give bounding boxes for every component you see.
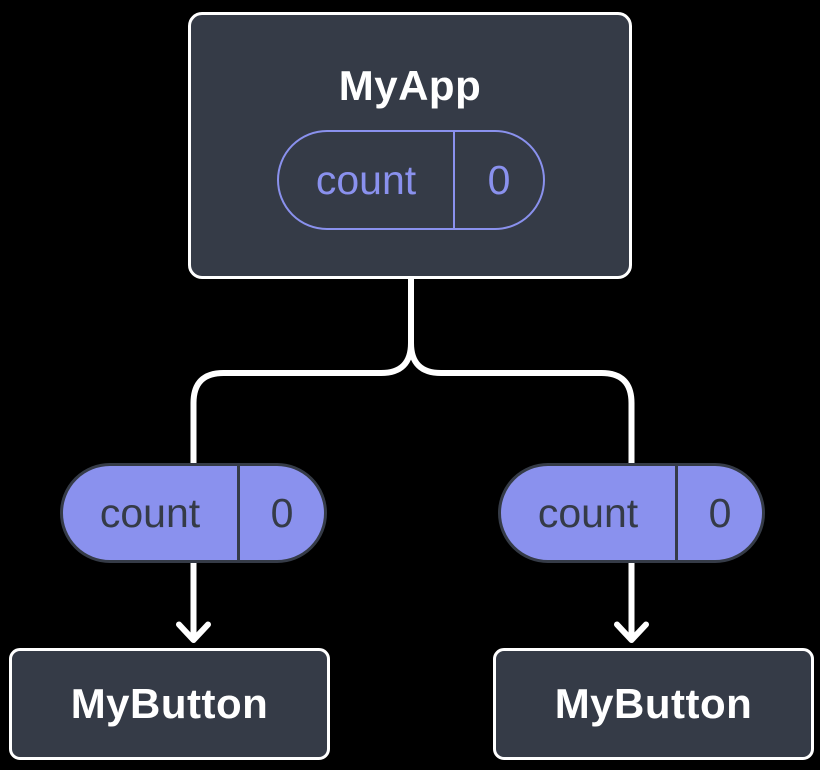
root-node-title: MyApp bbox=[338, 62, 482, 109]
left-child-node-mybutton: MyButton bbox=[9, 648, 330, 760]
root-node-myapp: MyApp count 0 bbox=[188, 12, 632, 279]
connector-root-to-left-child bbox=[190, 276, 414, 467]
left-child-state-value-label: 0 bbox=[270, 489, 294, 536]
arrow-left-head-icon bbox=[176, 621, 211, 643]
root-state-name-label: count bbox=[279, 132, 455, 228]
right-child-state-pill: count 0 bbox=[498, 463, 765, 563]
root-state-pill: count 0 bbox=[277, 130, 545, 230]
left-child-state-pill: count 0 bbox=[60, 463, 327, 563]
root-state-value-label: 0 bbox=[487, 156, 511, 203]
right-child-state-name-label: count bbox=[501, 466, 678, 560]
connector-root-to-right-child bbox=[408, 276, 635, 467]
arrow-right-head-icon bbox=[614, 621, 649, 643]
right-child-node-title: MyButton bbox=[554, 680, 753, 727]
left-child-node-title: MyButton bbox=[70, 680, 269, 727]
left-child-state-name-label: count bbox=[63, 466, 240, 560]
right-child-state-value-label: 0 bbox=[708, 489, 732, 536]
right-child-node-mybutton: MyButton bbox=[493, 648, 814, 760]
